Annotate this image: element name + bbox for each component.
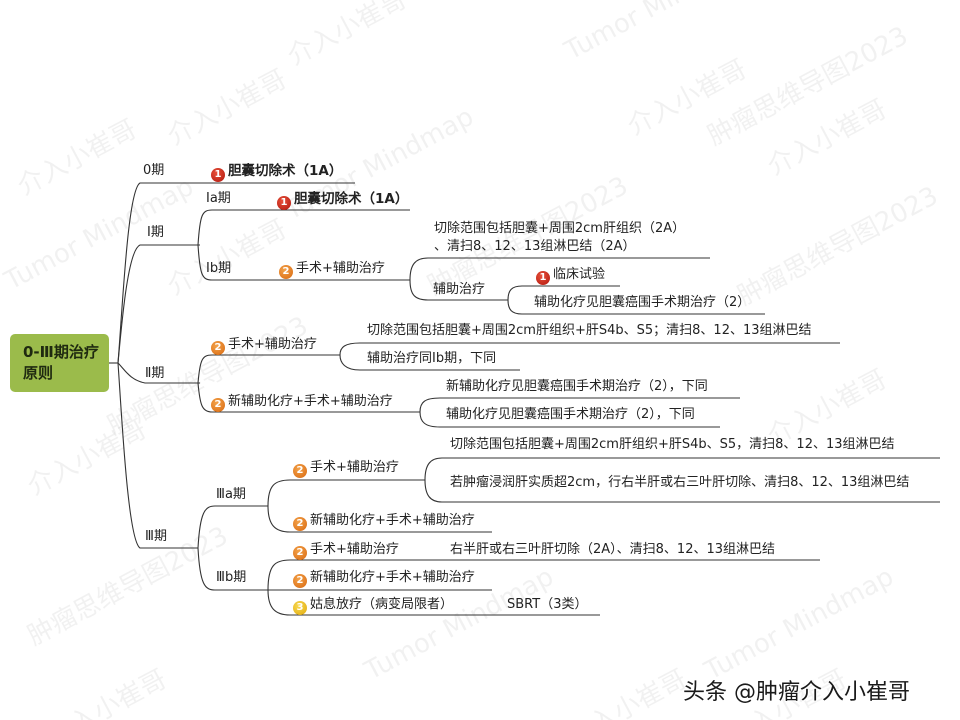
priority-2-icon: 2	[211, 398, 225, 412]
priority-2-icon: 2	[293, 464, 307, 478]
root-node[interactable]: 0-Ⅲ期治疗原则	[10, 334, 109, 392]
stage-3a-resection-scope[interactable]: 切除范围包括胆囊+周围2cm肝组织+肝S4b、S5，清扫8、12、13组淋巴结	[450, 437, 895, 452]
stage-2-resection-scope[interactable]: 切除范围包括胆囊+周围2cm肝组织+肝S4b、S5；清扫8、12、13组淋巴结	[367, 323, 812, 338]
footer-credit: 头条 @肿瘤介入小崔哥	[683, 680, 910, 705]
priority-1-icon: 1	[211, 168, 225, 182]
priority-2-icon: 2	[279, 265, 293, 279]
stage-1b-adjuvant-label[interactable]: 辅助治疗	[433, 282, 486, 297]
stage-3a-label[interactable]: Ⅲa期	[216, 487, 246, 502]
stage-1b-resection-scope[interactable]: 切除范围包括胆囊+周围2cm肝组织（2A） 、清扫8、12、13组淋巴结（2A）	[434, 221, 686, 254]
priority-2-icon: 2	[293, 517, 307, 531]
priority-2-icon: 2	[211, 341, 225, 355]
priority-2-icon: 2	[293, 546, 307, 560]
stage-1-label[interactable]: Ⅰ期	[147, 225, 164, 240]
priority-1-icon: 1	[277, 196, 291, 210]
stage-3b-label[interactable]: Ⅲb期	[216, 570, 247, 585]
stage-2-label[interactable]: Ⅱ期	[145, 366, 165, 381]
stage-1b-adjuvant-chemo[interactable]: 辅助化疗见胆囊癌围手术期治疗（2）	[534, 295, 751, 310]
stage-0-label[interactable]: 0期	[143, 163, 165, 178]
stage-3b-sbrt[interactable]: SBRT（3类）	[507, 597, 588, 612]
stage-1b-label[interactable]: Ib期	[206, 261, 232, 276]
stage-2-adjuvant-note[interactable]: 辅助治疗同Ⅰb期，下同	[367, 351, 497, 366]
stage-1a-label[interactable]: Ia期	[206, 191, 231, 206]
stage-2-adjuvant-chemo[interactable]: 辅助化疗见胆囊癌围手术期治疗（2），下同	[446, 407, 695, 422]
priority-3-icon: 3	[293, 601, 307, 615]
stage-3b-resection-detail[interactable]: 右半肝或右三叶肝切除（2A）、清扫8、12、13组淋巴结	[450, 542, 776, 557]
stage-3-label[interactable]: Ⅲ期	[145, 529, 167, 544]
priority-2-icon: 2	[293, 574, 307, 588]
stage-3a-extended-resection[interactable]: 若肿瘤浸润肝实质超2cm，行右半肝或右三叶肝切除、清扫8、12、13组淋巴结	[450, 475, 910, 490]
priority-1-icon: 1	[536, 271, 550, 285]
stage-2-neoadjuvant-chemo[interactable]: 新辅助化疗见胆囊癌围手术期治疗（2），下同	[446, 379, 708, 394]
